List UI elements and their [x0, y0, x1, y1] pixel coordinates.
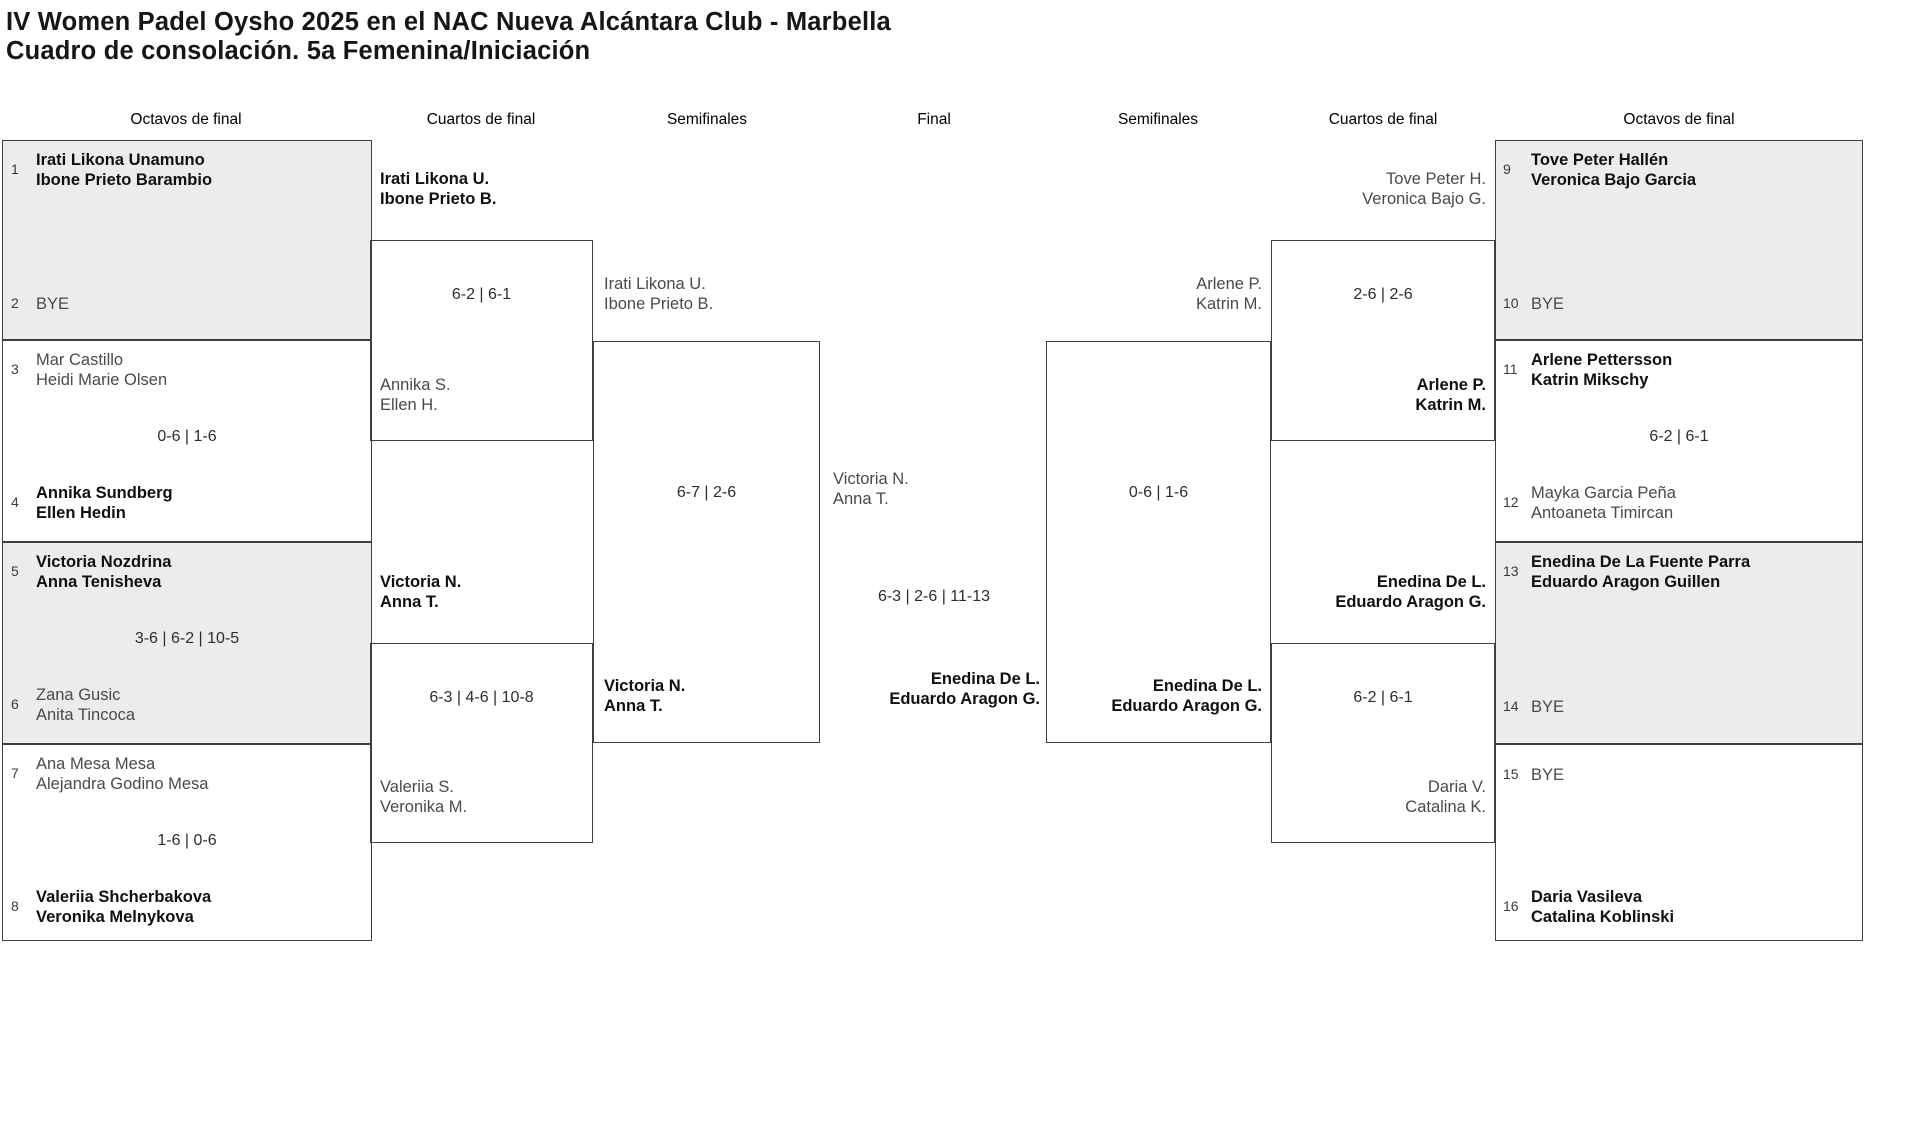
match-score: 6-2 | 6-1 [1353, 689, 1413, 706]
qf-l1-from-bottom: Annika S. Ellen H. [380, 376, 451, 414]
round-header-semis-right: Semifinales [1117, 111, 1199, 128]
sf-left-winner: Victoria N. Anna T. [604, 677, 686, 715]
qf-l2-winner-from-top: Victoria N. Anna T. [380, 573, 462, 611]
seed-number: 11 [1503, 361, 1518, 377]
qf-l1-winner-from-top: Irati Likona U. Ibone Prieto B. [380, 170, 497, 208]
seed-number: 8 [11, 898, 19, 914]
team-valeriia-veronika: Valeriia Shcherbakova Veronika Melnykova [36, 888, 212, 926]
seed-number: 5 [11, 563, 19, 579]
match-box-r16-r3 [1495, 542, 1863, 744]
page-title: IV Women Padel Oysho 2025 en el NAC Nuev… [6, 8, 891, 65]
match-box-r16-r2 [1495, 340, 1863, 542]
round-header-octavos-left: Octavos de final [130, 111, 242, 128]
seed-number: 10 [1503, 295, 1519, 311]
seed-number: 7 [11, 765, 19, 781]
match-score: 0-6 | 1-6 [1128, 484, 1189, 501]
final-score: 6-3 | 2-6 | 11-13 [877, 588, 991, 605]
seed-number: 16 [1503, 898, 1519, 914]
round-header-cuartos-left: Cuartos de final [426, 111, 536, 128]
seed-number: 6 [11, 696, 19, 712]
seed-number: 1 [11, 161, 19, 177]
seed-number: 14 [1503, 698, 1519, 714]
match-score: 1-6 | 0-6 [157, 832, 217, 849]
team-zana-anita: Zana Gusic Anita Tincoca [36, 686, 136, 724]
qf-r2-winner-from-top: Enedina De L. Eduardo Aragon G. [1335, 573, 1486, 611]
team-daria-catalina: Daria Vasileva Catalina Koblinski [1531, 888, 1675, 926]
match-box-qf-l2 [370, 643, 593, 843]
seed-number: 4 [11, 494, 19, 510]
team-arlene-katrin: Arlene Pettersson Katrin Mikschy [1531, 351, 1673, 389]
sf-left-from-top: Irati Likona U. Ibone Prieto B. [604, 275, 714, 313]
match-score: 6-7 | 2-6 [676, 484, 737, 501]
team-tove-veronica: Tove Peter Hallén Veronica Bajo Garcia [1531, 151, 1697, 189]
match-box-r16-r1 [1495, 140, 1863, 340]
match-box-r16-l2 [2, 340, 372, 542]
match-box-r16-l1 [2, 140, 372, 340]
round-header-cuartos-right: Cuartos de final [1328, 111, 1438, 128]
team-bye: BYE [1531, 766, 1565, 784]
seed-number: 3 [11, 361, 19, 377]
round-header-semis-left: Semifinales [666, 111, 748, 128]
qf-r2-from-bottom: Daria V. Catalina K. [1405, 778, 1486, 816]
team-irati-ibone: Irati Likona Unamuno Ibone Prieto Baramb… [36, 151, 213, 189]
sf-right-from-top: Arlene P. Katrin M. [1195, 275, 1262, 313]
qf-r1-from-top: Tove Peter H. Veronica Bajo G. [1362, 170, 1486, 208]
match-box-sf-left [593, 341, 820, 743]
team-annika-ellen: Annika Sundberg Ellen Hedin [36, 484, 173, 522]
round-header-final: Final [917, 111, 951, 128]
sf-right-winner: Enedina De L. Eduardo Aragon G. [1111, 677, 1262, 715]
team-bye: BYE [1531, 698, 1565, 716]
match-box-r16-l4 [2, 744, 372, 941]
round-header-octavos-right: Octavos de final [1623, 111, 1735, 128]
match-score: 3-6 | 6-2 | 10-5 [134, 630, 240, 647]
final-champion: Enedina De L. Eduardo Aragon G. [889, 670, 1040, 708]
match-box-r16-r4 [1495, 744, 1863, 941]
match-box-sf-right [1046, 341, 1271, 743]
match-score: 6-3 | 4-6 | 10-8 [429, 689, 534, 706]
team-mayka-antoaneta: Mayka Garcia Peña Antoaneta Timircan [1531, 484, 1676, 522]
qf-l2-from-bottom: Valeriia S. Veronika M. [380, 778, 468, 816]
match-box-r16-l3 [2, 542, 372, 744]
team-victoria-anna: Victoria Nozdrina Anna Tenisheva [36, 553, 172, 591]
draw-subtitle: Cuadro de consolación. 5a Femenina/Inici… [6, 36, 591, 65]
match-box-qf-r1 [1271, 240, 1495, 441]
tournament-title: IV Women Padel Oysho 2025 en el NAC Nuev… [6, 8, 891, 36]
match-score: 6-2 | 6-1 [451, 286, 512, 303]
team-bye: BYE [1531, 295, 1565, 313]
match-box-qf-r2 [1271, 643, 1495, 843]
seed-number: 13 [1503, 563, 1519, 579]
seed-number: 2 [11, 295, 19, 311]
qf-r1-winner-from-bottom: Arlene P. Katrin M. [1415, 376, 1486, 414]
team-mar-heidi: Mar Castillo Heidi Marie Olsen [36, 351, 168, 389]
team-bye: BYE [36, 295, 70, 313]
seed-number: 12 [1503, 494, 1519, 510]
seed-number: 15 [1503, 766, 1519, 782]
match-box-qf-l1 [370, 240, 593, 441]
match-score: 2-6 | 2-6 [1353, 286, 1413, 303]
match-score: 6-2 | 6-1 [1649, 428, 1709, 445]
final-left-team: Victoria N. Anna T. [833, 470, 909, 508]
team-enedina-eduardo: Enedina De La Fuente Parra Eduardo Arago… [1531, 553, 1751, 591]
match-score: 0-6 | 1-6 [157, 428, 217, 445]
team-ana-alejandra: Ana Mesa Mesa Alejandra Godino Mesa [36, 755, 209, 793]
seed-number: 9 [1503, 161, 1511, 177]
